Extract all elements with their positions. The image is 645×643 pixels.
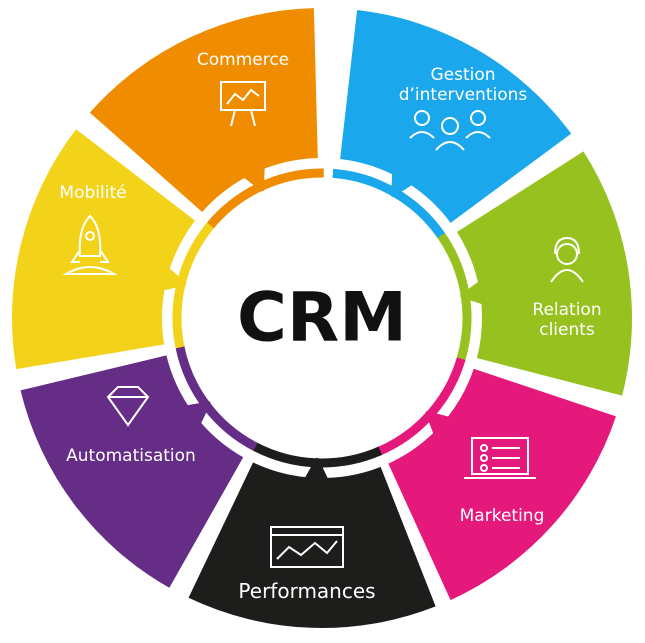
segment-relation-clients xyxy=(456,151,633,396)
segment-automatisation xyxy=(20,355,244,588)
label-commerce: Commerce xyxy=(196,50,290,70)
diamond-icon xyxy=(106,386,150,427)
browser-chart-icon xyxy=(270,526,344,568)
ring-arc xyxy=(375,357,466,457)
label-gestion-interventions: Gestion d’interventions xyxy=(398,65,528,105)
center-circle xyxy=(182,178,462,458)
segment-gestion-d-interventions xyxy=(340,9,572,223)
segment-mobilit- xyxy=(11,129,196,370)
team-icon xyxy=(409,110,491,151)
segment-commerce xyxy=(89,8,318,212)
headset-agent-icon xyxy=(550,236,584,283)
ring-arc xyxy=(206,168,324,230)
ring-arc xyxy=(252,442,383,468)
ring-arc xyxy=(437,232,472,361)
label-performances: Performances xyxy=(238,579,376,603)
label-marketing: Marketing xyxy=(459,506,545,526)
presentation-chart-icon xyxy=(220,81,266,127)
label-mobilite: Mobilité xyxy=(59,183,127,203)
laptop-checklist-icon xyxy=(464,437,536,479)
crm-title: CRM xyxy=(237,278,407,358)
rocket-icon xyxy=(62,214,118,275)
ring-arc xyxy=(332,168,446,239)
label-automatisation: Automatisation xyxy=(66,446,196,466)
segment-performances xyxy=(188,455,436,628)
ring-arc xyxy=(175,345,258,451)
ring-arc xyxy=(172,222,214,349)
segment-marketing xyxy=(388,368,616,601)
label-relation-clients: Relation clients xyxy=(532,300,602,340)
